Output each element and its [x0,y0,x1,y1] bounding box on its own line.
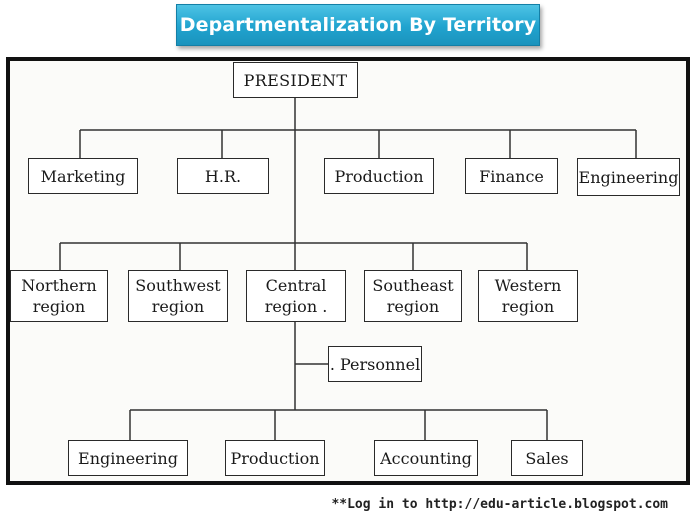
node-hr: H.R. [177,158,269,194]
footer-note: **Log in to http://edu-article.blogspot.… [331,497,668,512]
node-production: Production [324,158,434,194]
node-central-engineering: Engineering [68,440,188,476]
node-central-sales: Sales [511,440,583,476]
node-western-region: Western region [478,270,578,322]
node-southeast-region: Southeast region [364,270,462,322]
node-southwest-region: Southwest region [128,270,228,322]
node-central-production: Production [225,440,325,476]
node-personnel: . Personnel [328,346,422,382]
node-president: PRESIDENT [233,62,358,98]
node-engineering: Engineering [577,158,680,196]
node-finance: Finance [465,158,558,194]
page-title: Departmentalization By Territory [176,4,540,46]
node-central-region: Central region . [246,270,346,322]
org-chart-frame [6,57,690,485]
node-marketing: Marketing [28,158,138,194]
node-central-accounting: Accounting [374,440,478,476]
node-northern-region: Northern region [10,270,108,322]
